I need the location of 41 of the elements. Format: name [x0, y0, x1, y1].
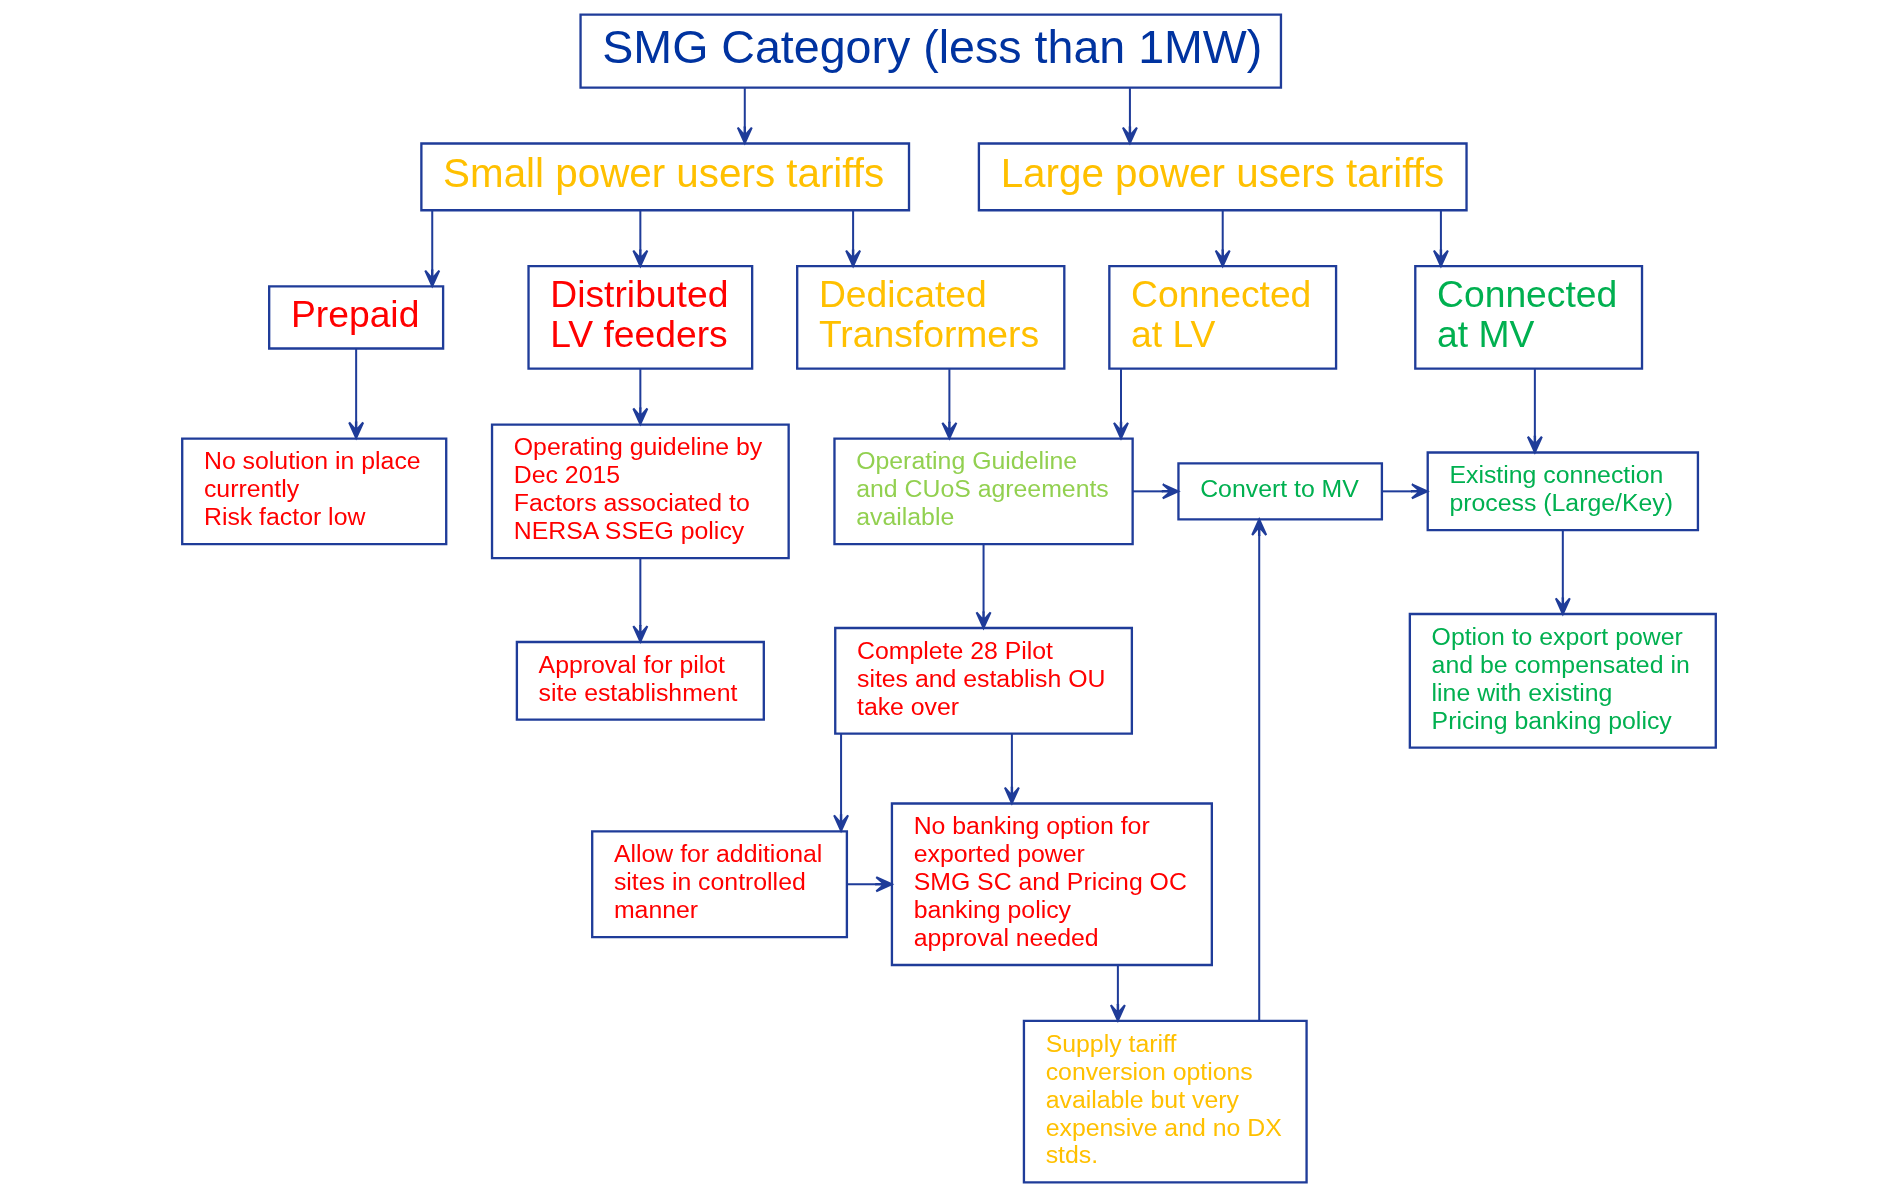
node-box: Convert to MV [1177, 462, 1384, 521]
arrow [1432, 210, 1449, 268]
arrow [348, 348, 365, 439]
arrow [1121, 88, 1138, 145]
node-box: Existing connection process (Large/Key) [1426, 451, 1700, 532]
node-box: Supply tariff conversion options available but very expensive and no DX stds. [1022, 1019, 1308, 1184]
arrow [632, 210, 649, 268]
node-box: Complete 28 Pilot sites and establish OU take over [834, 626, 1134, 735]
node-box: Distributed LV feeders [527, 265, 754, 370]
node-box: No banking option for exported power SMG SC and Pricing OC banking policy approval needed [890, 802, 1213, 967]
arrow [845, 210, 862, 268]
arrow [1214, 210, 1231, 268]
node-box: Approval for pilot site establishment [515, 640, 765, 721]
arrow [632, 369, 649, 426]
arrow [1109, 965, 1126, 1022]
node-box: Option to export power and be compensated in line with existing Pricing banking policy [1408, 612, 1717, 749]
node-box: SMG Category (less than 1MW) [579, 13, 1283, 89]
arrow [1382, 483, 1429, 500]
arrow [632, 558, 649, 643]
node-box: Operating guideline by Dec 2015 Factors associated to NERSA SSEG policy [490, 423, 790, 560]
node-box: Dedicated Transformers [796, 265, 1066, 370]
arrow [1132, 483, 1180, 500]
arrow [941, 369, 958, 440]
node-box: Allow for additional sites in controlled manner [591, 830, 849, 939]
arrow [424, 210, 441, 288]
arrow [1113, 369, 1129, 440]
node-box: Connected at MV [1414, 265, 1644, 370]
node-box: Connected at LV [1108, 265, 1338, 370]
arrow [1003, 733, 1020, 805]
arrow [1526, 369, 1543, 454]
arrow [1554, 530, 1571, 615]
arrow [1251, 518, 1268, 1021]
arrow [975, 544, 992, 629]
node-box: Prepaid [268, 285, 445, 350]
arrow [847, 876, 893, 893]
node-box: Small power users tariffs [420, 142, 911, 212]
arrow [833, 733, 850, 832]
arrow [736, 88, 753, 145]
node-box: No solution in place currently Risk factor low [181, 437, 448, 546]
node-box: Large power users tariffs [977, 142, 1468, 212]
node-box: Operating Guideline and CUoS agreements available [833, 437, 1134, 546]
